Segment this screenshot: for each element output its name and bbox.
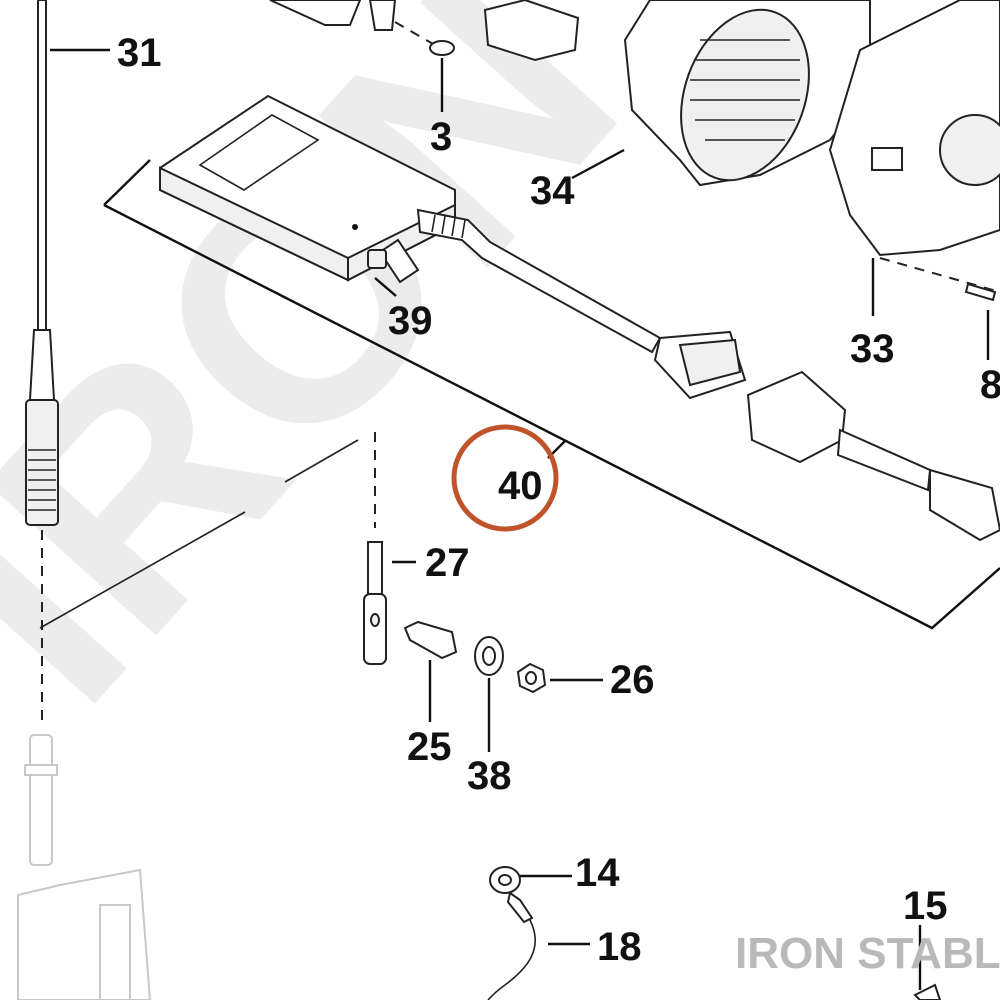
- speaker-34: [623, 0, 871, 187]
- leader-lines: [50, 48, 990, 990]
- antenna-mast: [25, 0, 59, 526]
- ferrule-25: [403, 620, 458, 660]
- callout-3: 3: [430, 115, 452, 159]
- stud-27: [363, 541, 387, 665]
- nut-26: [516, 662, 547, 694]
- ground-strap: [487, 866, 536, 1000]
- callout-39: 39: [388, 299, 433, 343]
- screw-8: [964, 282, 997, 302]
- highlight-circle: [451, 424, 559, 532]
- callout-15: 15: [903, 884, 948, 928]
- washer-38: [474, 636, 504, 676]
- callout-labels: 31 3 34 39 33 8 40 27 26 25 38 14 18 15: [117, 31, 1000, 969]
- callout-25: 25: [407, 725, 452, 769]
- callout-33: 33: [850, 327, 895, 371]
- callout-38: 38: [467, 754, 512, 798]
- brand-mark: IRON STABLE: [735, 929, 1000, 978]
- screw-3: [429, 40, 455, 56]
- wiring-harness: [416, 208, 1000, 542]
- ghost-mount-parts: [17, 734, 152, 1000]
- callout-27: 27: [425, 541, 470, 585]
- top-connector: [269, 0, 580, 62]
- speaker-ring-33: [828, 0, 1000, 257]
- callout-18: 18: [597, 925, 642, 969]
- callout-40: 40: [498, 464, 543, 508]
- callout-26: 26: [610, 658, 655, 702]
- callout-34: 34: [530, 169, 575, 213]
- callout-14: 14: [575, 851, 620, 895]
- callout-31: 31: [117, 31, 162, 75]
- kit-frame-40: [39, 159, 1000, 630]
- screw-15: [913, 983, 942, 1000]
- callout-8: 8: [980, 363, 1000, 407]
